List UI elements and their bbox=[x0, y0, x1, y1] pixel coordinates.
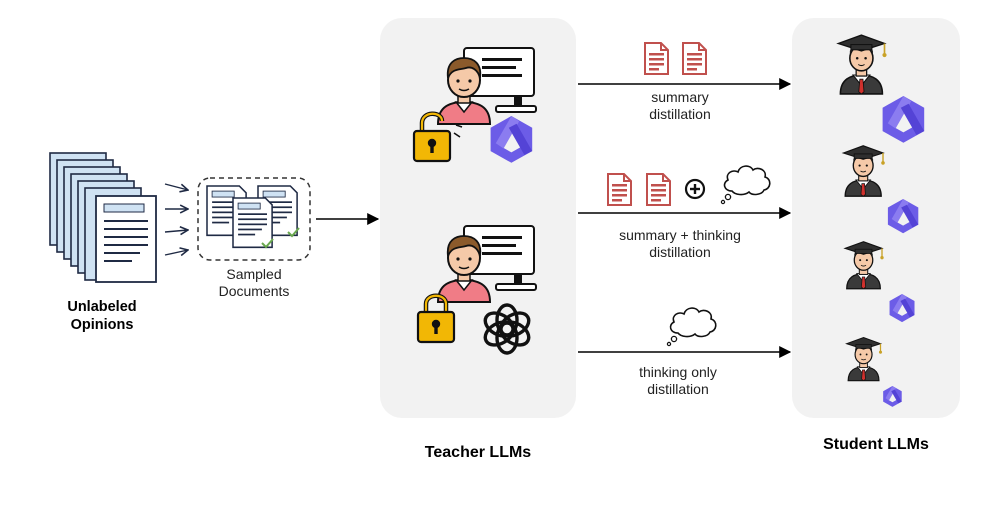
sampling-arrows bbox=[164, 183, 188, 255]
unlabeled-opinions-label: Unlabeled Opinions bbox=[67, 299, 137, 333]
summary-doc-icon bbox=[644, 42, 669, 75]
plus-circle-icon bbox=[684, 178, 706, 200]
summary-doc-icon bbox=[682, 42, 707, 75]
thought-cloud-icon bbox=[720, 165, 771, 205]
unlocked-padlock-icon bbox=[412, 111, 463, 163]
thought-cloud-icon bbox=[666, 307, 717, 347]
flow-label-summary-thinking: summary + thinking distillation bbox=[619, 227, 741, 260]
student-group-label: Student LLMs bbox=[823, 436, 929, 453]
openai-logo-icon bbox=[483, 303, 531, 355]
flow-label-thinking: thinking only distillation bbox=[639, 364, 717, 397]
teacher-group-label: Teacher LLMs bbox=[424, 444, 532, 461]
sampled-documents-label: Sampled Documents bbox=[218, 266, 290, 299]
summary-doc-icon bbox=[646, 173, 671, 206]
flow-label-summary: summary distillation bbox=[649, 89, 711, 122]
summary-doc-icon bbox=[607, 173, 632, 206]
locked-padlock-icon bbox=[416, 293, 456, 344]
student-panel bbox=[792, 18, 960, 418]
sampled-documents-icon bbox=[206, 185, 300, 249]
unlabeled-opinions-stack-icon bbox=[49, 152, 157, 283]
